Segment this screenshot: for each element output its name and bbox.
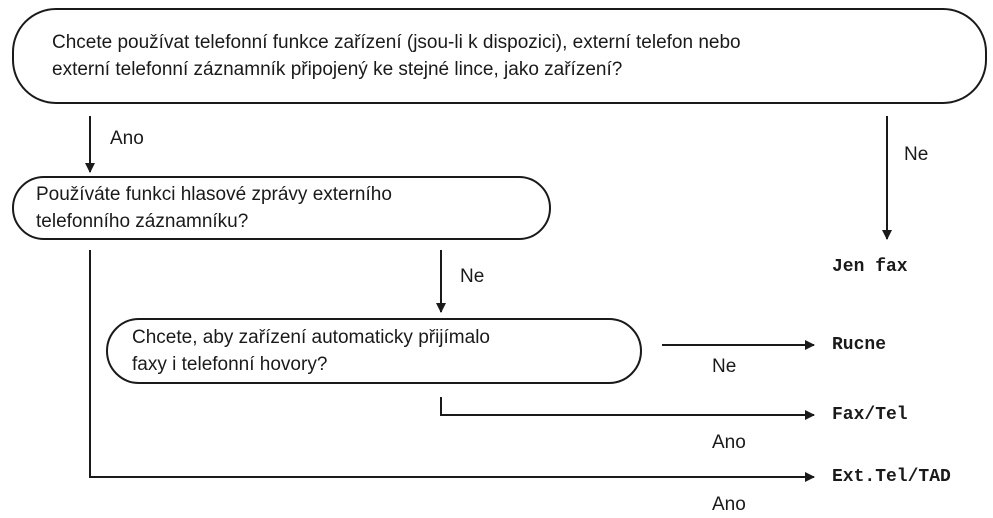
question-3-box: Chcete, aby zařízení automaticky přijíma…	[106, 318, 642, 384]
question-2-text: Používáte funkci hlasové zprávy externíh…	[36, 181, 392, 235]
question-1-box: Chcete používat telefonní funkce zařízen…	[12, 8, 987, 104]
q2-no-label: Ne	[460, 266, 485, 287]
question-3-line-1: Chcete, aby zařízení automaticky přijíma…	[132, 327, 490, 348]
q1-yes-label: Ano	[110, 128, 144, 149]
arrow-q2-yes-to-ext-tel-tad	[89, 250, 815, 482]
q2-yes-label: Ano	[712, 494, 746, 515]
question-2-line-2: telefonního záznamníku?	[36, 211, 249, 232]
mode-fax-tel: Fax/Tel	[832, 405, 908, 425]
question-3-line-2: faxy i telefonní hovory?	[132, 354, 328, 375]
question-2-box: Používáte funkci hlasové zprávy externíh…	[12, 176, 551, 240]
question-1-line-1: Chcete používat telefonní funkce zařízen…	[52, 32, 741, 53]
mode-ext-tel-tad: Ext.Tel/TAD	[832, 467, 951, 487]
q3-yes-label: Ano	[712, 432, 746, 453]
q3-no-label: Ne	[712, 356, 737, 377]
arrow-q3-yes-to-fax-tel	[440, 397, 815, 420]
question-1-text: Chcete používat telefonní funkce zařízen…	[52, 29, 741, 83]
mode-manual: Rucne	[832, 335, 887, 355]
q1-no-label: Ne	[904, 144, 929, 165]
mode-fax-only: Jen fax	[832, 257, 908, 277]
question-1-line-2: externí telefonní záznamník připojený ke…	[52, 59, 623, 80]
question-3-text: Chcete, aby zařízení automaticky přijíma…	[132, 324, 490, 378]
question-2-line-1: Používáte funkci hlasové zprávy externíh…	[36, 184, 392, 205]
